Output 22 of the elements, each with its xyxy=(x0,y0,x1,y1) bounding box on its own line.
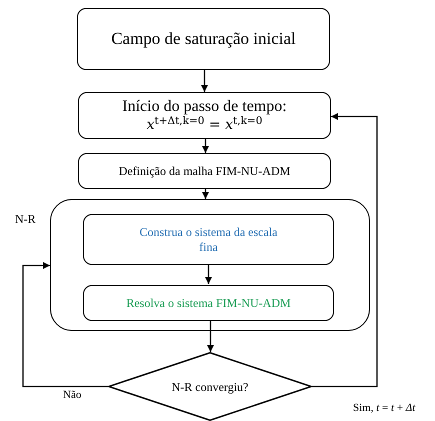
process-box xyxy=(83,214,334,265)
arrow xyxy=(202,189,209,199)
box-text: Início do passo de tempo: xyxy=(122,96,287,116)
process-box xyxy=(78,92,331,139)
arrow xyxy=(207,320,214,352)
edge-label: Não xyxy=(62,390,82,401)
decision-text: N-R convergiu? xyxy=(172,378,248,396)
process-box xyxy=(83,285,334,321)
box-text: Resolva o sistema FIM-NU-ADM xyxy=(126,296,291,310)
process-box xyxy=(78,153,331,189)
edge-label: Sim, t = t + Δt xyxy=(352,403,416,414)
process-box xyxy=(77,8,330,70)
arrow xyxy=(202,139,209,153)
arrow xyxy=(201,70,208,92)
arrow xyxy=(312,113,378,388)
group-heading: N-R xyxy=(15,211,36,228)
box-text: Campo de saturação inicial xyxy=(111,28,296,50)
formula-text: x$^{t+Δt,k=0}$ = x$^{t,k=0}$ xyxy=(146,116,262,134)
arrow xyxy=(22,262,108,388)
arrow xyxy=(205,264,212,284)
box-text: Definição da malha FIM-NU-ADM xyxy=(118,164,290,178)
box-text: Construa o sistema da escala fina xyxy=(138,224,278,254)
